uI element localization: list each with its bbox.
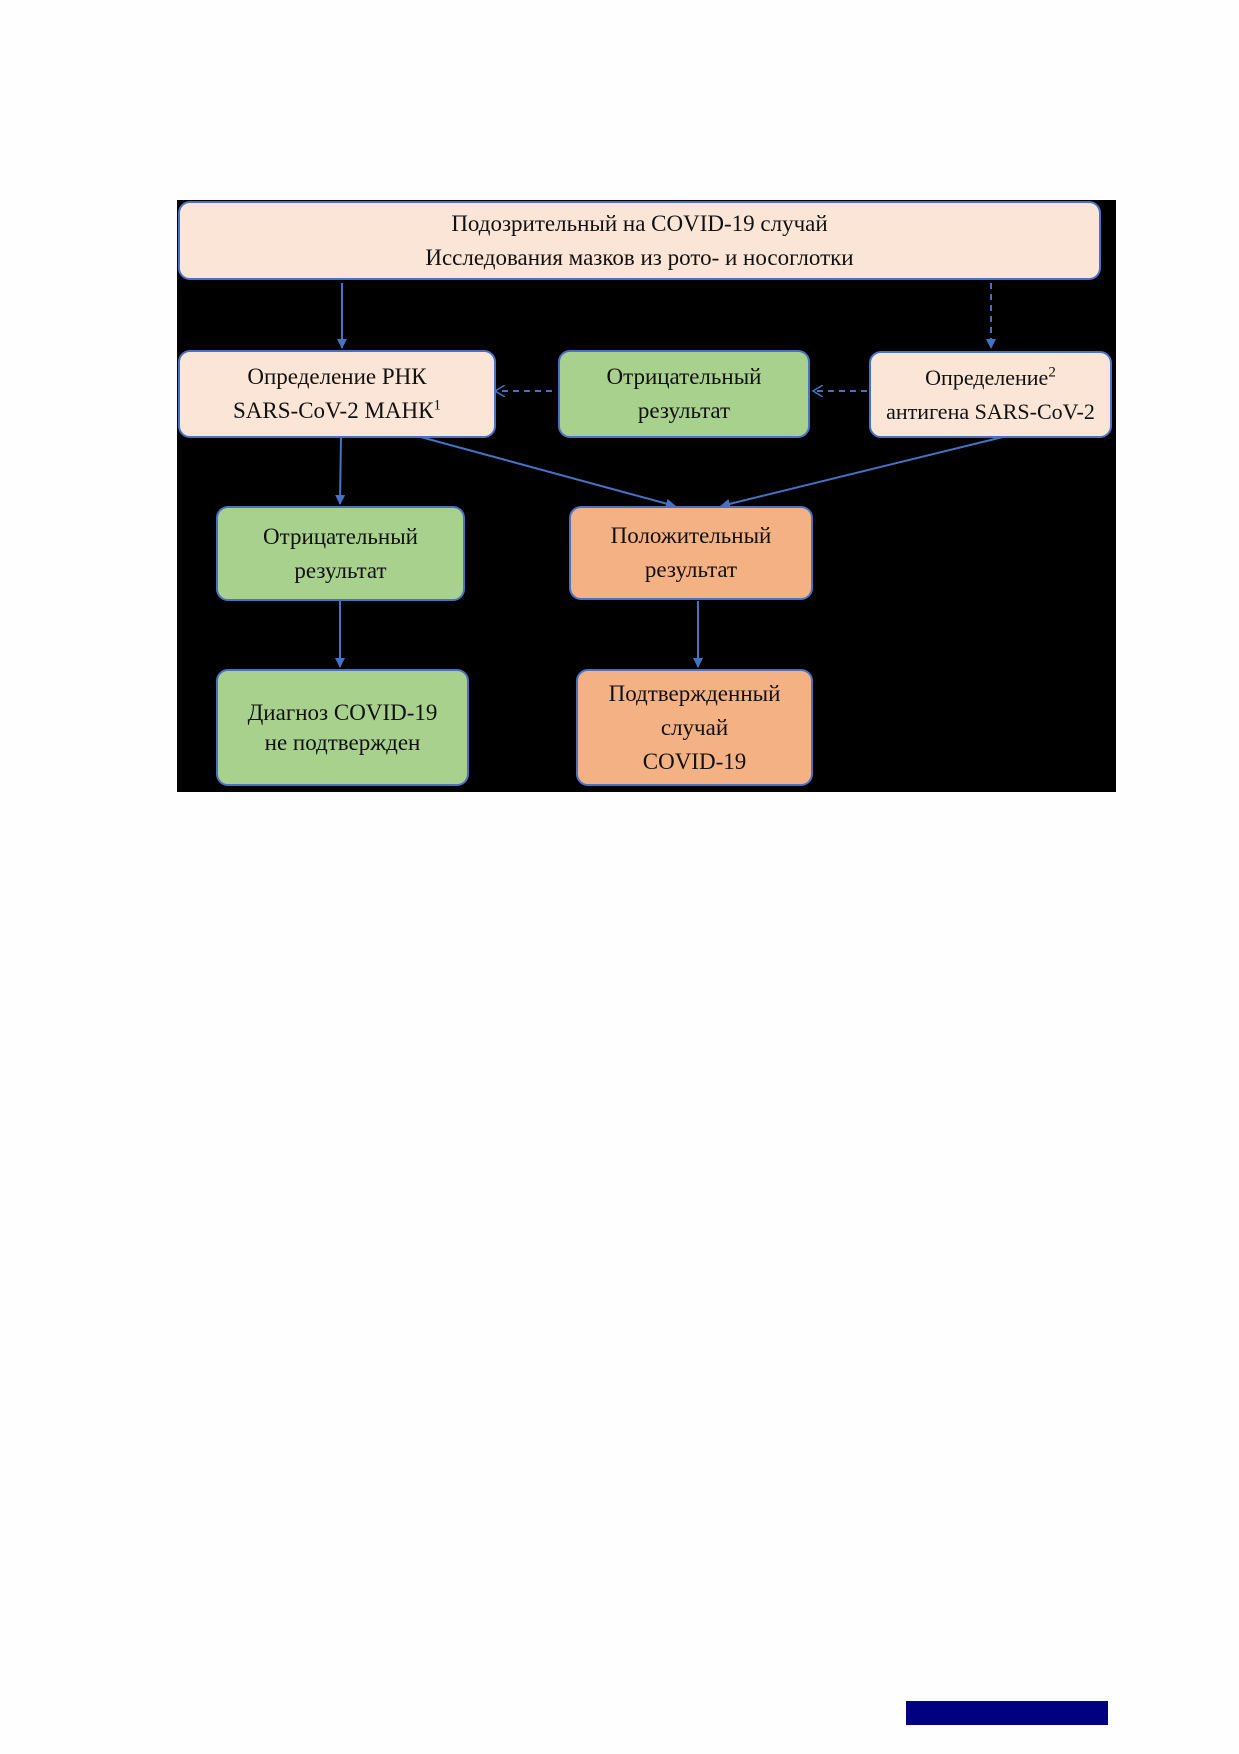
confirmed-case-line3: COVID-19 — [642, 748, 747, 774]
antigen-test-footnote: 2 — [1048, 364, 1056, 381]
flowchart-arrows — [335, 283, 1004, 668]
diagnosis-not-confirmed-box: Диагноз COVID-19 не подтвержден — [216, 669, 469, 786]
antigen-test-box: Определение2 антигена SARS-CoV-2 — [869, 351, 1112, 438]
rna-test-line2-text: SARS-CoV-2 МАНК — [233, 398, 434, 423]
flowchart-panel: Подозрительный на COVID-19 случай Исслед… — [177, 200, 1116, 792]
suspected-case-line2: Исследования мазков из рото- и носоглотк… — [425, 244, 854, 270]
arrow-antigen-to-positive — [720, 436, 1004, 509]
confirmed-case-box: Подтвержденный случай COVID-19 — [576, 669, 813, 786]
rna-test-line1: Определение РНК — [247, 364, 427, 389]
confirmed-case-line1: Подтвержденный — [608, 680, 781, 706]
negative-result-left-line1: Отрицательный — [263, 523, 418, 549]
negative-result-middle-line1: Отрицательный — [606, 364, 762, 389]
antigen-test-line2: антигена SARS-CoV-2 — [886, 398, 1095, 424]
confirmed-case-line2: случай — [660, 714, 729, 740]
negative-result-middle-box: Отрицательный результат — [558, 350, 810, 438]
suspected-case-box: Подозрительный на COVID-19 случай Исслед… — [178, 201, 1101, 280]
negative-result-middle-line2: результат — [637, 398, 731, 423]
rna-test-line2: SARS-CoV-2 МАНК1 — [233, 394, 441, 428]
negative-result-left-line2: результат — [294, 557, 387, 583]
arrow-rna-to-neg-left — [335, 435, 346, 505]
antigen-test-line1-text: Определение — [925, 364, 1049, 390]
rna-test-box: Определение РНК SARS-CoV-2 МАНК1 — [178, 350, 496, 438]
footer-bar — [906, 1701, 1108, 1725]
suspected-case-line1: Подозрительный на COVID-19 случай — [451, 210, 828, 236]
rna-test-footnote: 1 — [433, 397, 441, 414]
negative-result-left-box: Отрицательный результат — [216, 506, 465, 601]
positive-result-box: Положительный результат — [569, 506, 813, 600]
positive-result-line1: Положительный — [610, 523, 772, 548]
diagnosis-not-confirmed-line2: не подтвержден — [264, 729, 421, 755]
positive-result-line2: результат — [644, 557, 738, 582]
diagnosis-not-confirmed-line1: Диагноз COVID-19 — [247, 699, 438, 725]
arrow-rna-to-positive — [416, 435, 676, 509]
antigen-test-line1: Определение2 — [925, 361, 1056, 395]
